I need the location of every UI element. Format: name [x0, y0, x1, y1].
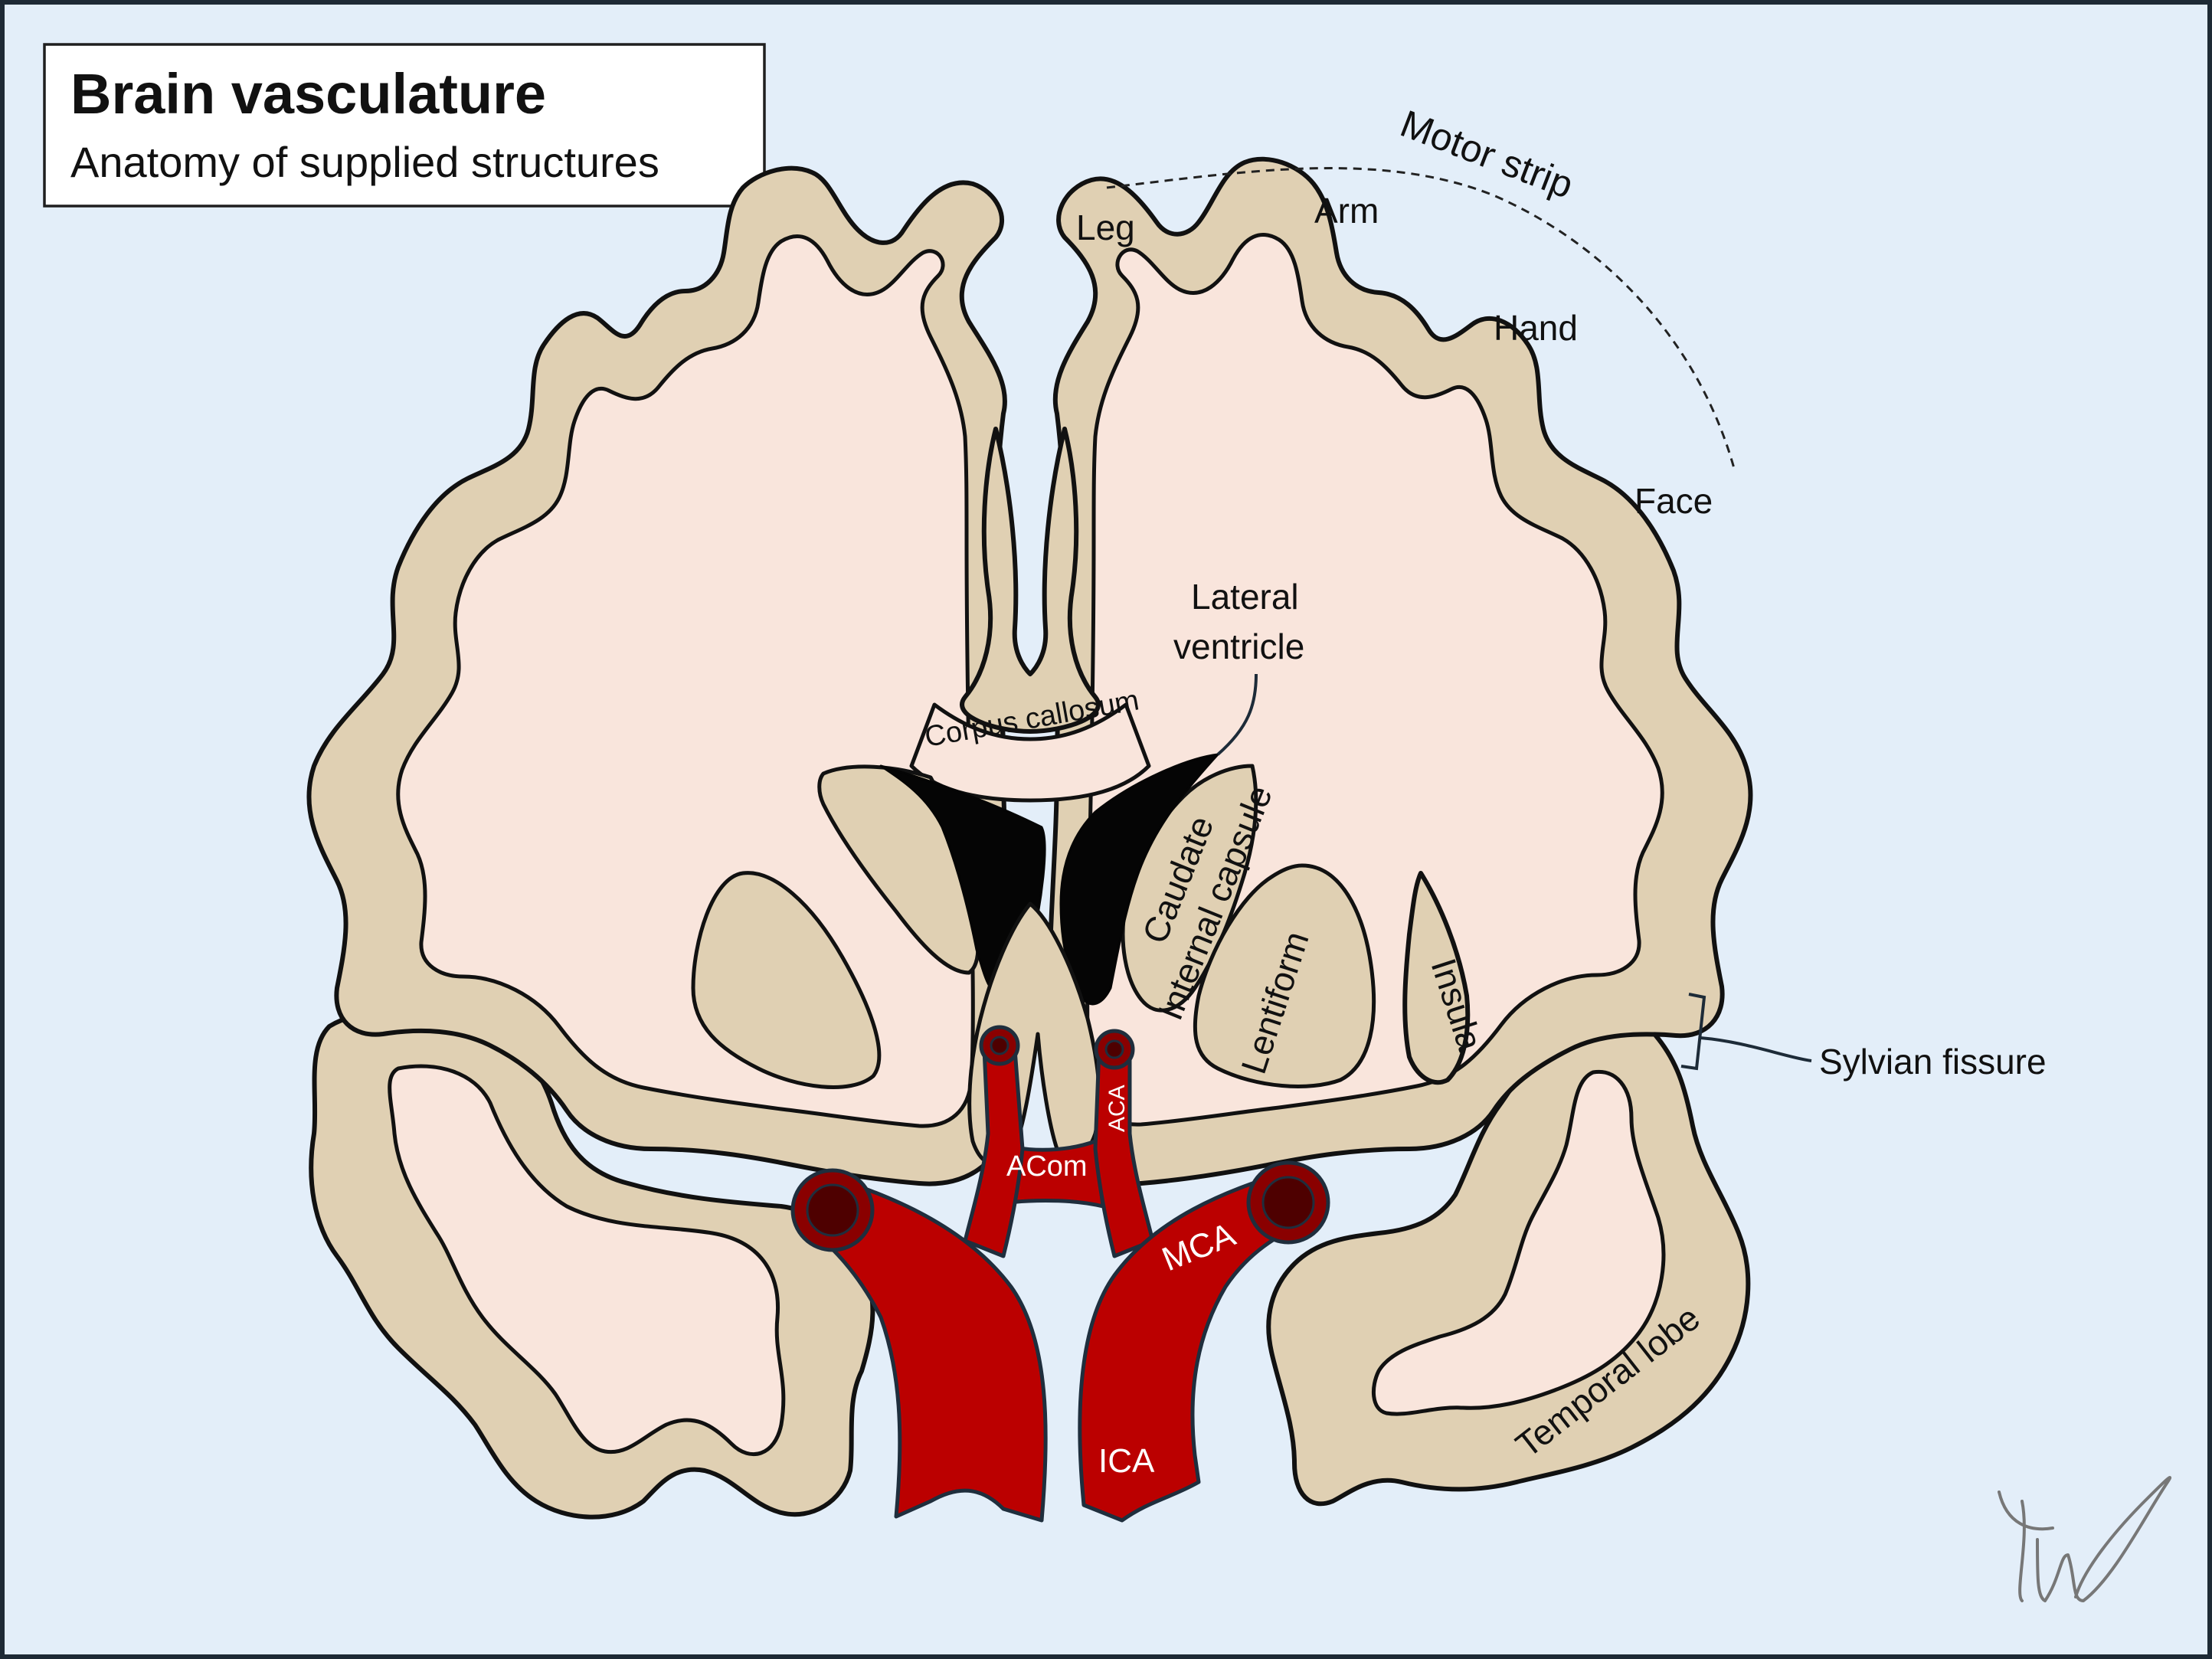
left-temporal-lobe-white-matter	[388, 1064, 786, 1457]
arterial-tree	[790, 1025, 1330, 1523]
signature-scribble	[1998, 1476, 2172, 1602]
title-box-frame	[43, 43, 766, 208]
right-mca-lumen	[1261, 1176, 1315, 1229]
sylvian-fissure-leader-line	[1700, 1036, 1812, 1062]
motor-strip-arm-label: Arm	[1314, 191, 1379, 231]
vessel-labels: ACA ACom MCA ICA	[1006, 1085, 1241, 1480]
page-subtitle: Anatomy of supplied structures	[70, 138, 659, 186]
page-title: Brain vasculature	[70, 62, 546, 126]
acom-label: ACom	[1006, 1150, 1088, 1183]
right-temporal-lobe-white-matter	[1371, 1069, 1666, 1416]
motor-strip-dashed-arc	[1106, 167, 1736, 472]
left-hemisphere-white-matter	[396, 234, 975, 1128]
right-aca-lumen	[1104, 1039, 1124, 1059]
right-lentiform-nucleus	[1193, 863, 1376, 1088]
motor-strip-hand-label: Hand	[1494, 308, 1578, 348]
motor-strip-leg-label: Leg	[1076, 208, 1135, 247]
left-anterior-cerebral-artery	[963, 1047, 1025, 1258]
left-mca-lumen	[806, 1183, 859, 1237]
lateral-ventricle-label-line2: ventricle	[1173, 627, 1304, 666]
left-lentiform-nucleus	[691, 871, 882, 1089]
sylvian-fissure-label: Sylvian fissure	[1819, 1042, 2047, 1081]
right-internal-carotid-and-mca	[1078, 1170, 1312, 1523]
aca-label: ACA	[1104, 1085, 1130, 1132]
left-aca-lumen	[990, 1036, 1009, 1055]
sylvian-fissure-bracket	[1680, 993, 1706, 1071]
left-internal-carotid-and-mca	[802, 1173, 1048, 1523]
coronal-brain-section	[306, 156, 1753, 1520]
motor-strip-face-label: Face	[1634, 481, 1713, 521]
lateral-ventricle-leader-line	[1216, 673, 1258, 756]
right-insula	[1402, 871, 1471, 1085]
title-box: Brain vasculature Anatomy of supplied st…	[43, 43, 766, 208]
medial-cingulate-cortex	[960, 427, 1101, 734]
ica-label: ICA	[1098, 1442, 1155, 1480]
lateral-ventricle-label-line1: Lateral	[1191, 577, 1299, 617]
artist-signature	[1998, 1476, 2172, 1602]
